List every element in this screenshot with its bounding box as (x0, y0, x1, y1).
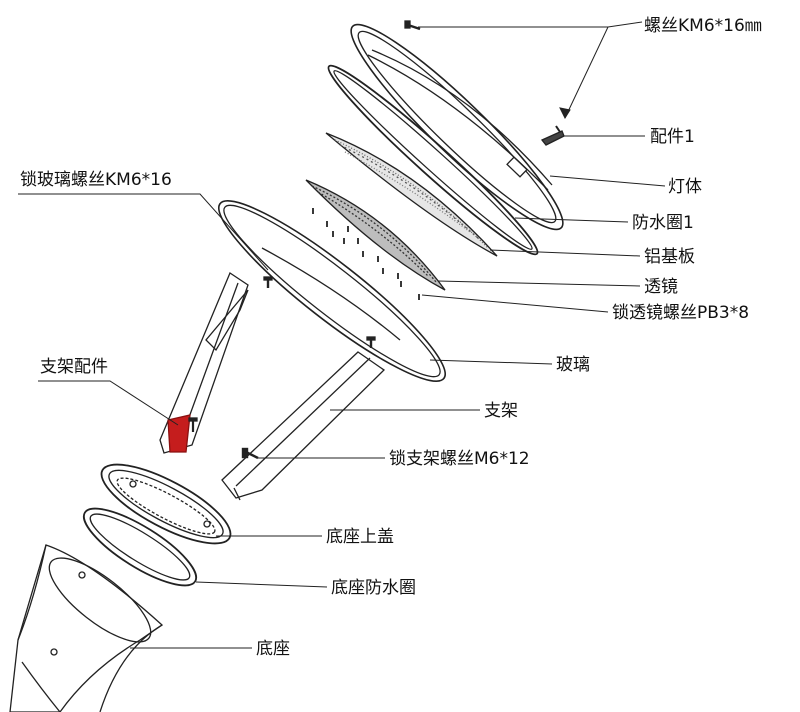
label-screw-top: 螺丝KM6*16㎜ (644, 16, 762, 36)
label-accessory-1: 配件1 (650, 127, 695, 147)
label-bracket-screw: 锁支架螺丝M6*12 (389, 449, 530, 469)
label-base-cover: 底座上盖 (326, 527, 394, 547)
label-glass: 玻璃 (556, 355, 590, 375)
lens (305, 179, 446, 291)
label-bracket-accessory: 支架配件 (40, 357, 108, 377)
glass-screw (263, 276, 273, 288)
lamp-body (350, 23, 564, 231)
leader-lines (18, 21, 666, 649)
label-glass-screw: 锁玻璃螺丝KM6*16 (20, 170, 172, 190)
accessory-1 (540, 125, 565, 146)
aluminum-board (325, 132, 498, 257)
base-top-cover (100, 463, 232, 545)
glass (217, 200, 447, 382)
base-waterproof-ring (82, 507, 198, 587)
label-base-ring: 底座防水圈 (331, 578, 416, 598)
label-aluminum-board: 铝基板 (644, 247, 695, 267)
base (9, 544, 164, 712)
label-base: 底座 (256, 639, 290, 659)
label-lens: 透镜 (644, 277, 678, 297)
label-bracket: 支架 (484, 401, 518, 421)
label-lamp-body: 灯体 (668, 177, 702, 197)
bracket (221, 336, 386, 501)
bracket-accessory (159, 272, 249, 454)
lens-screws (312, 208, 420, 300)
label-lens-screw: 锁透镜螺丝PB3*8 (612, 303, 749, 323)
top-screw (404, 20, 421, 31)
bracket-screws (241, 447, 259, 460)
waterproof-ring-1 (327, 64, 539, 256)
label-waterproof-ring-1: 防水圈1 (632, 213, 694, 233)
